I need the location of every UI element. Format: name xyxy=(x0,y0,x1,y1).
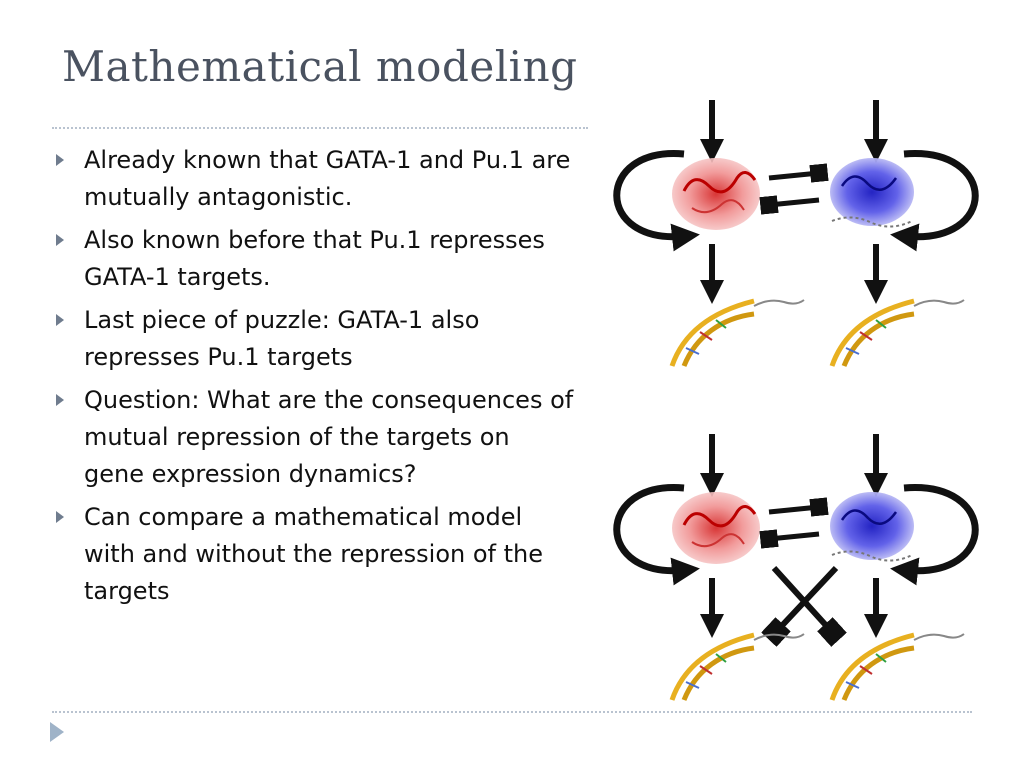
repression-arrow-icon xyxy=(759,195,820,215)
gata1-protein-icon xyxy=(672,158,760,230)
bullet-list: Already known that GATA-1 and Pu.1 are m… xyxy=(56,142,576,616)
pu1-protein-icon xyxy=(830,158,914,228)
gata1-protein-icon xyxy=(672,492,760,564)
repression-arrow-icon xyxy=(768,163,829,183)
bullet-text: Question: What are the consequences of m… xyxy=(84,386,574,488)
bullet-text: Already known that GATA-1 and Pu.1 are m… xyxy=(84,146,571,211)
repression-arrow-icon xyxy=(759,529,820,549)
pu1-protein-icon xyxy=(830,492,914,562)
gata1-target-dna-icon xyxy=(669,298,805,367)
self-activation-arrow-icon xyxy=(613,150,700,252)
bullet-marker-icon xyxy=(56,314,64,326)
next-slide-arrow-icon[interactable] xyxy=(50,722,64,742)
cross-repression-arrow-icon xyxy=(771,565,847,647)
pu1-target-dna-icon xyxy=(829,632,965,701)
bullet-text: Can compare a mathematical model with an… xyxy=(84,503,543,605)
gata1-target-dna-icon xyxy=(669,632,805,701)
footer-divider xyxy=(52,711,972,713)
bullet-item: Question: What are the consequences of m… xyxy=(56,382,576,493)
top-network-panel xyxy=(613,100,979,367)
pu1-target-dna-icon xyxy=(829,298,965,367)
self-activation-arrow-icon xyxy=(890,484,979,586)
network-diagram xyxy=(613,100,979,701)
slide-title: Mathematical modeling xyxy=(62,42,578,91)
bullet-item: Last piece of puzzle: GATA-1 also repres… xyxy=(56,302,576,376)
bullet-item: Can compare a mathematical model with an… xyxy=(56,499,576,610)
bullet-text: Last piece of puzzle: GATA-1 also repres… xyxy=(84,306,480,371)
bullet-marker-icon xyxy=(56,154,64,166)
bullet-item: Also known before that Pu.1 represses GA… xyxy=(56,222,576,296)
self-activation-arrow-icon xyxy=(613,484,700,586)
bullet-marker-icon xyxy=(56,234,64,246)
bullet-text: Also known before that Pu.1 represses GA… xyxy=(84,226,545,291)
bottom-network-panel xyxy=(613,434,979,701)
self-activation-arrow-icon xyxy=(890,150,979,252)
title-divider xyxy=(52,127,588,129)
bullet-marker-icon xyxy=(56,394,64,406)
bullet-item: Already known that GATA-1 and Pu.1 are m… xyxy=(56,142,576,216)
bullet-marker-icon xyxy=(56,511,64,523)
repression-arrow-icon xyxy=(768,497,829,517)
